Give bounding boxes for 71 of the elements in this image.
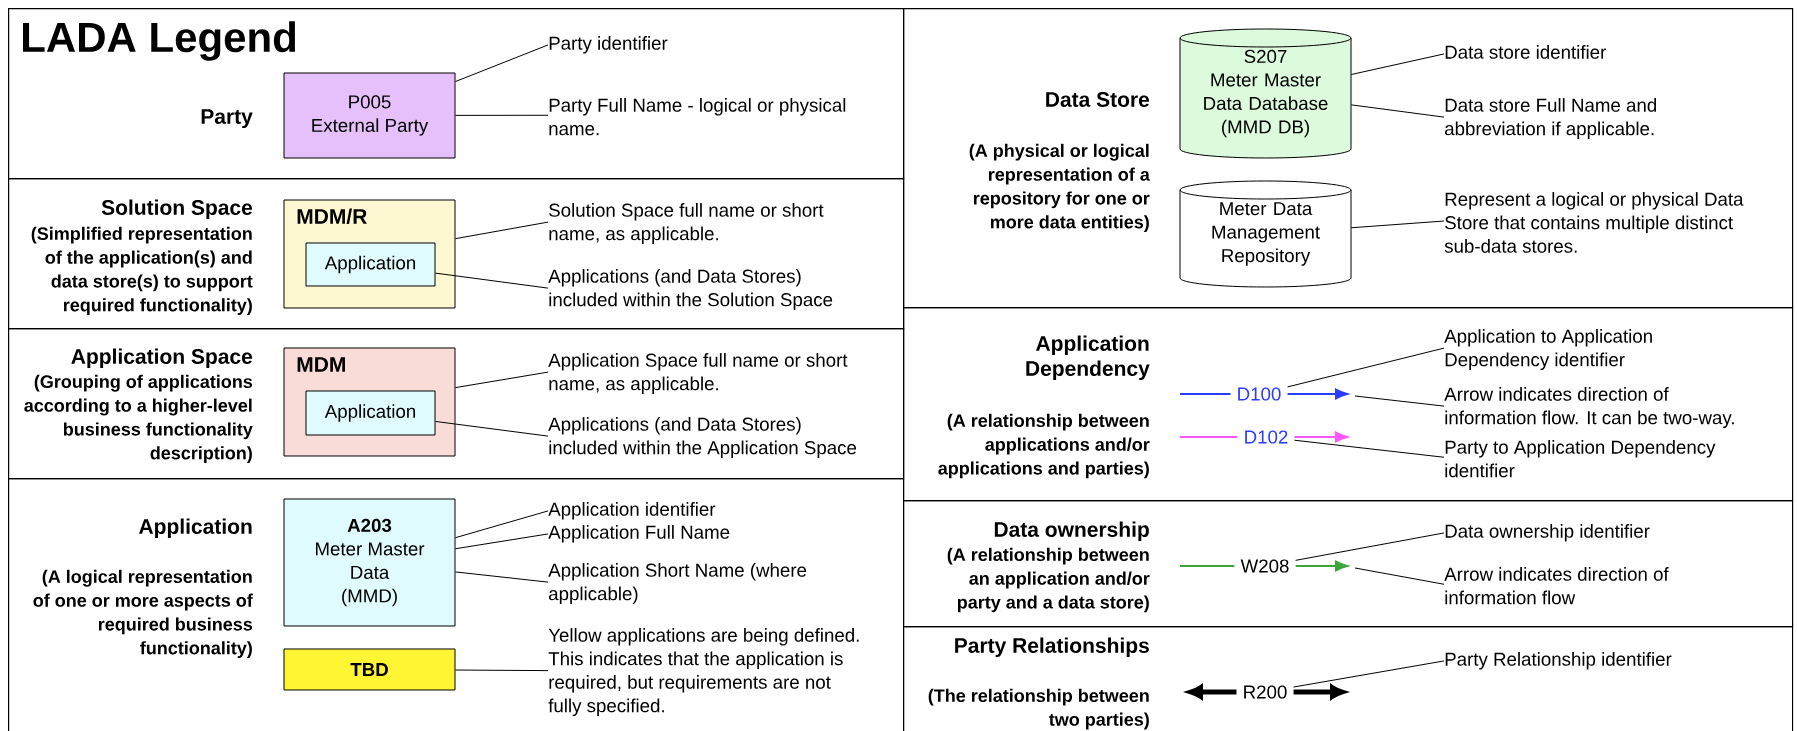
leader-line xyxy=(1354,567,1445,585)
arrow xyxy=(1294,560,1348,572)
panel-description: (The relationship between two parties) xyxy=(928,688,1149,730)
leader-line xyxy=(1350,220,1445,229)
panel-heading: Application Space xyxy=(71,348,253,369)
application-box: Application xyxy=(305,242,436,287)
leader-line xyxy=(1294,439,1445,458)
annotation-text: Party identifier xyxy=(549,36,668,54)
identifier-label: W208 xyxy=(1240,559,1289,573)
panel-heading: Party Relationships xyxy=(955,637,1149,658)
annotation-text: Application identifier xyxy=(548,502,716,520)
panel-heading: Data Store xyxy=(1046,92,1150,107)
leader-line xyxy=(455,669,549,672)
annotation-text: Party to Application Dependency identifier xyxy=(1445,440,1716,478)
panel-heading: Application xyxy=(139,518,252,539)
identifier-label: D102 xyxy=(1245,430,1288,444)
leader-line xyxy=(455,114,549,116)
annotation-text: Arrow indicates direction of information flow. It can be two-way. xyxy=(1444,387,1734,428)
leader-line xyxy=(455,533,549,550)
annotation-text: Data store Full Name and abbreviation if applicable. xyxy=(1445,98,1656,139)
leader-line xyxy=(435,272,549,289)
arrow xyxy=(1286,388,1348,400)
identifier-label: D100 xyxy=(1238,387,1281,401)
panel-description: (Simplified representation of the application(s) and data store(s) to support required functionality) xyxy=(31,226,253,315)
line-segment xyxy=(1179,393,1232,395)
leader-line xyxy=(455,44,549,83)
application-box: Application xyxy=(305,390,436,436)
panel-description: (A relationship between an application and/or party and a data store) xyxy=(947,547,1150,613)
annotation-text: Applications (and Data Stores) included within the Application Space xyxy=(548,417,857,458)
leader-line xyxy=(1354,395,1445,407)
data-store-cylinder: S207 Meter Master Data Database (MMD DB) xyxy=(1179,28,1352,159)
annotation-text: Solution Space full name or short name, as applicable. xyxy=(549,203,824,244)
identifier-label: R200 xyxy=(1244,685,1287,699)
panel-heading: Application Dependency xyxy=(1026,335,1150,381)
annotation-text: Arrow indicates direction of information flow xyxy=(1444,567,1669,605)
annotation-text: Yellow applications are being defined. This indicates that the application is required, but requirements are not fully specified. xyxy=(548,628,859,716)
annotation-text: Party Full Name - logical or physical name. xyxy=(549,98,846,136)
leader-line xyxy=(1350,104,1445,118)
leader-line xyxy=(455,571,549,583)
annotation-text: Application Full Name xyxy=(548,525,730,543)
data-store-cylinder: Meter Data Management Repository xyxy=(1179,180,1352,288)
leader-line xyxy=(455,510,549,539)
panel-description: (A relationship between applications and/or applications and parties) xyxy=(938,413,1150,479)
application-box: A203 Meter Master Data (MMD) xyxy=(283,498,456,627)
party-box: P005 External Party xyxy=(283,72,456,159)
panel-heading: Solution Space xyxy=(101,199,253,220)
leader-line xyxy=(1287,347,1445,388)
annotation-text: Party Relationship identifier xyxy=(1445,652,1672,670)
leader-line xyxy=(435,420,549,437)
annotation-text: Application Space full name or short name, as applicable. xyxy=(548,353,848,394)
leader-line xyxy=(455,371,549,389)
title: LADA Legend xyxy=(23,21,296,61)
arrow xyxy=(1293,431,1348,443)
annotation-text: Data ownership identifier xyxy=(1445,524,1650,542)
annotation-text: Applications (and Data Stores) included within the Solution Space xyxy=(548,269,833,310)
leader-line xyxy=(1295,532,1445,561)
panel-description: (A physical or logical representation of a repository for one or more data entities) xyxy=(969,143,1150,232)
annotation-text: Data store identifier xyxy=(1445,45,1606,59)
annotation-text: Application Short Name (where applicable) xyxy=(548,563,807,604)
line-segment xyxy=(1179,436,1239,438)
annotation-text: Application to Application Dependency identifier xyxy=(1444,329,1652,370)
panel-description: (Grouping of applications according to a higher-level business functionality description) xyxy=(24,374,253,463)
application-box: TBD xyxy=(283,648,456,691)
leader-line xyxy=(455,221,549,240)
panel-heading: Data ownership xyxy=(994,521,1149,542)
leader-line xyxy=(1350,53,1445,75)
line-segment xyxy=(1179,565,1236,567)
leader-line xyxy=(1293,660,1445,688)
panel-description: (A logical representation of one or more aspects of required business functionality) xyxy=(33,569,253,658)
annotation-text: Represent a logical or physical Data Store that contains multiple distinct sub-data stores. xyxy=(1444,192,1744,253)
panel-heading: Party xyxy=(201,109,253,129)
